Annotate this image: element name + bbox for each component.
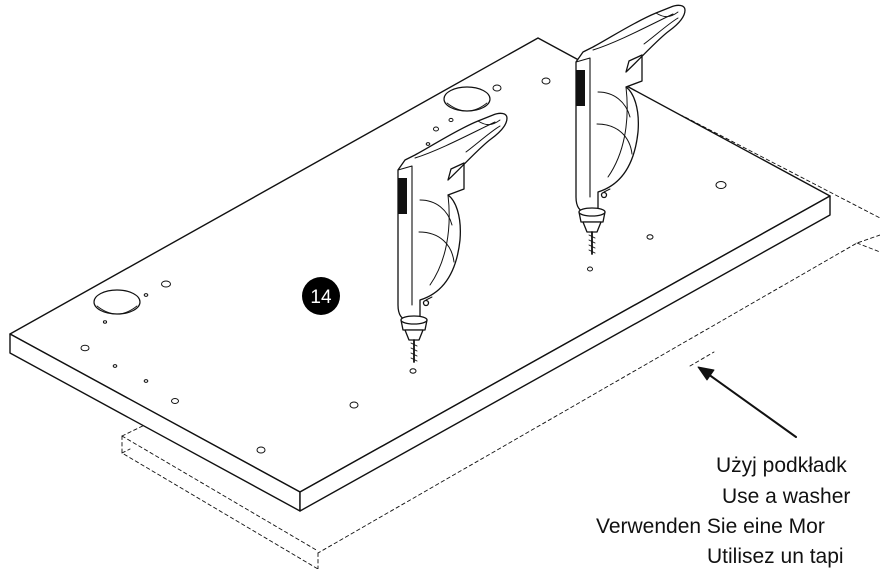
large-hole-top (443, 86, 491, 112)
small-holes (80, 77, 727, 454)
arrow-pointer-icon (697, 366, 797, 438)
large-hole-left (93, 289, 141, 315)
step-number-badge: 14 (302, 277, 340, 315)
step-number: 14 (310, 287, 332, 308)
instruction-line-german: Verwenden Sie eine Mor (596, 515, 825, 538)
power-drill-icon (575, 4, 686, 255)
instruction-line-polish: Użyj podkładk (716, 454, 847, 477)
power-drill-icon (397, 112, 508, 363)
instruction-line-english: Use a washer (722, 485, 851, 508)
instruction-line-french: Utilisez un tapi (707, 545, 844, 568)
